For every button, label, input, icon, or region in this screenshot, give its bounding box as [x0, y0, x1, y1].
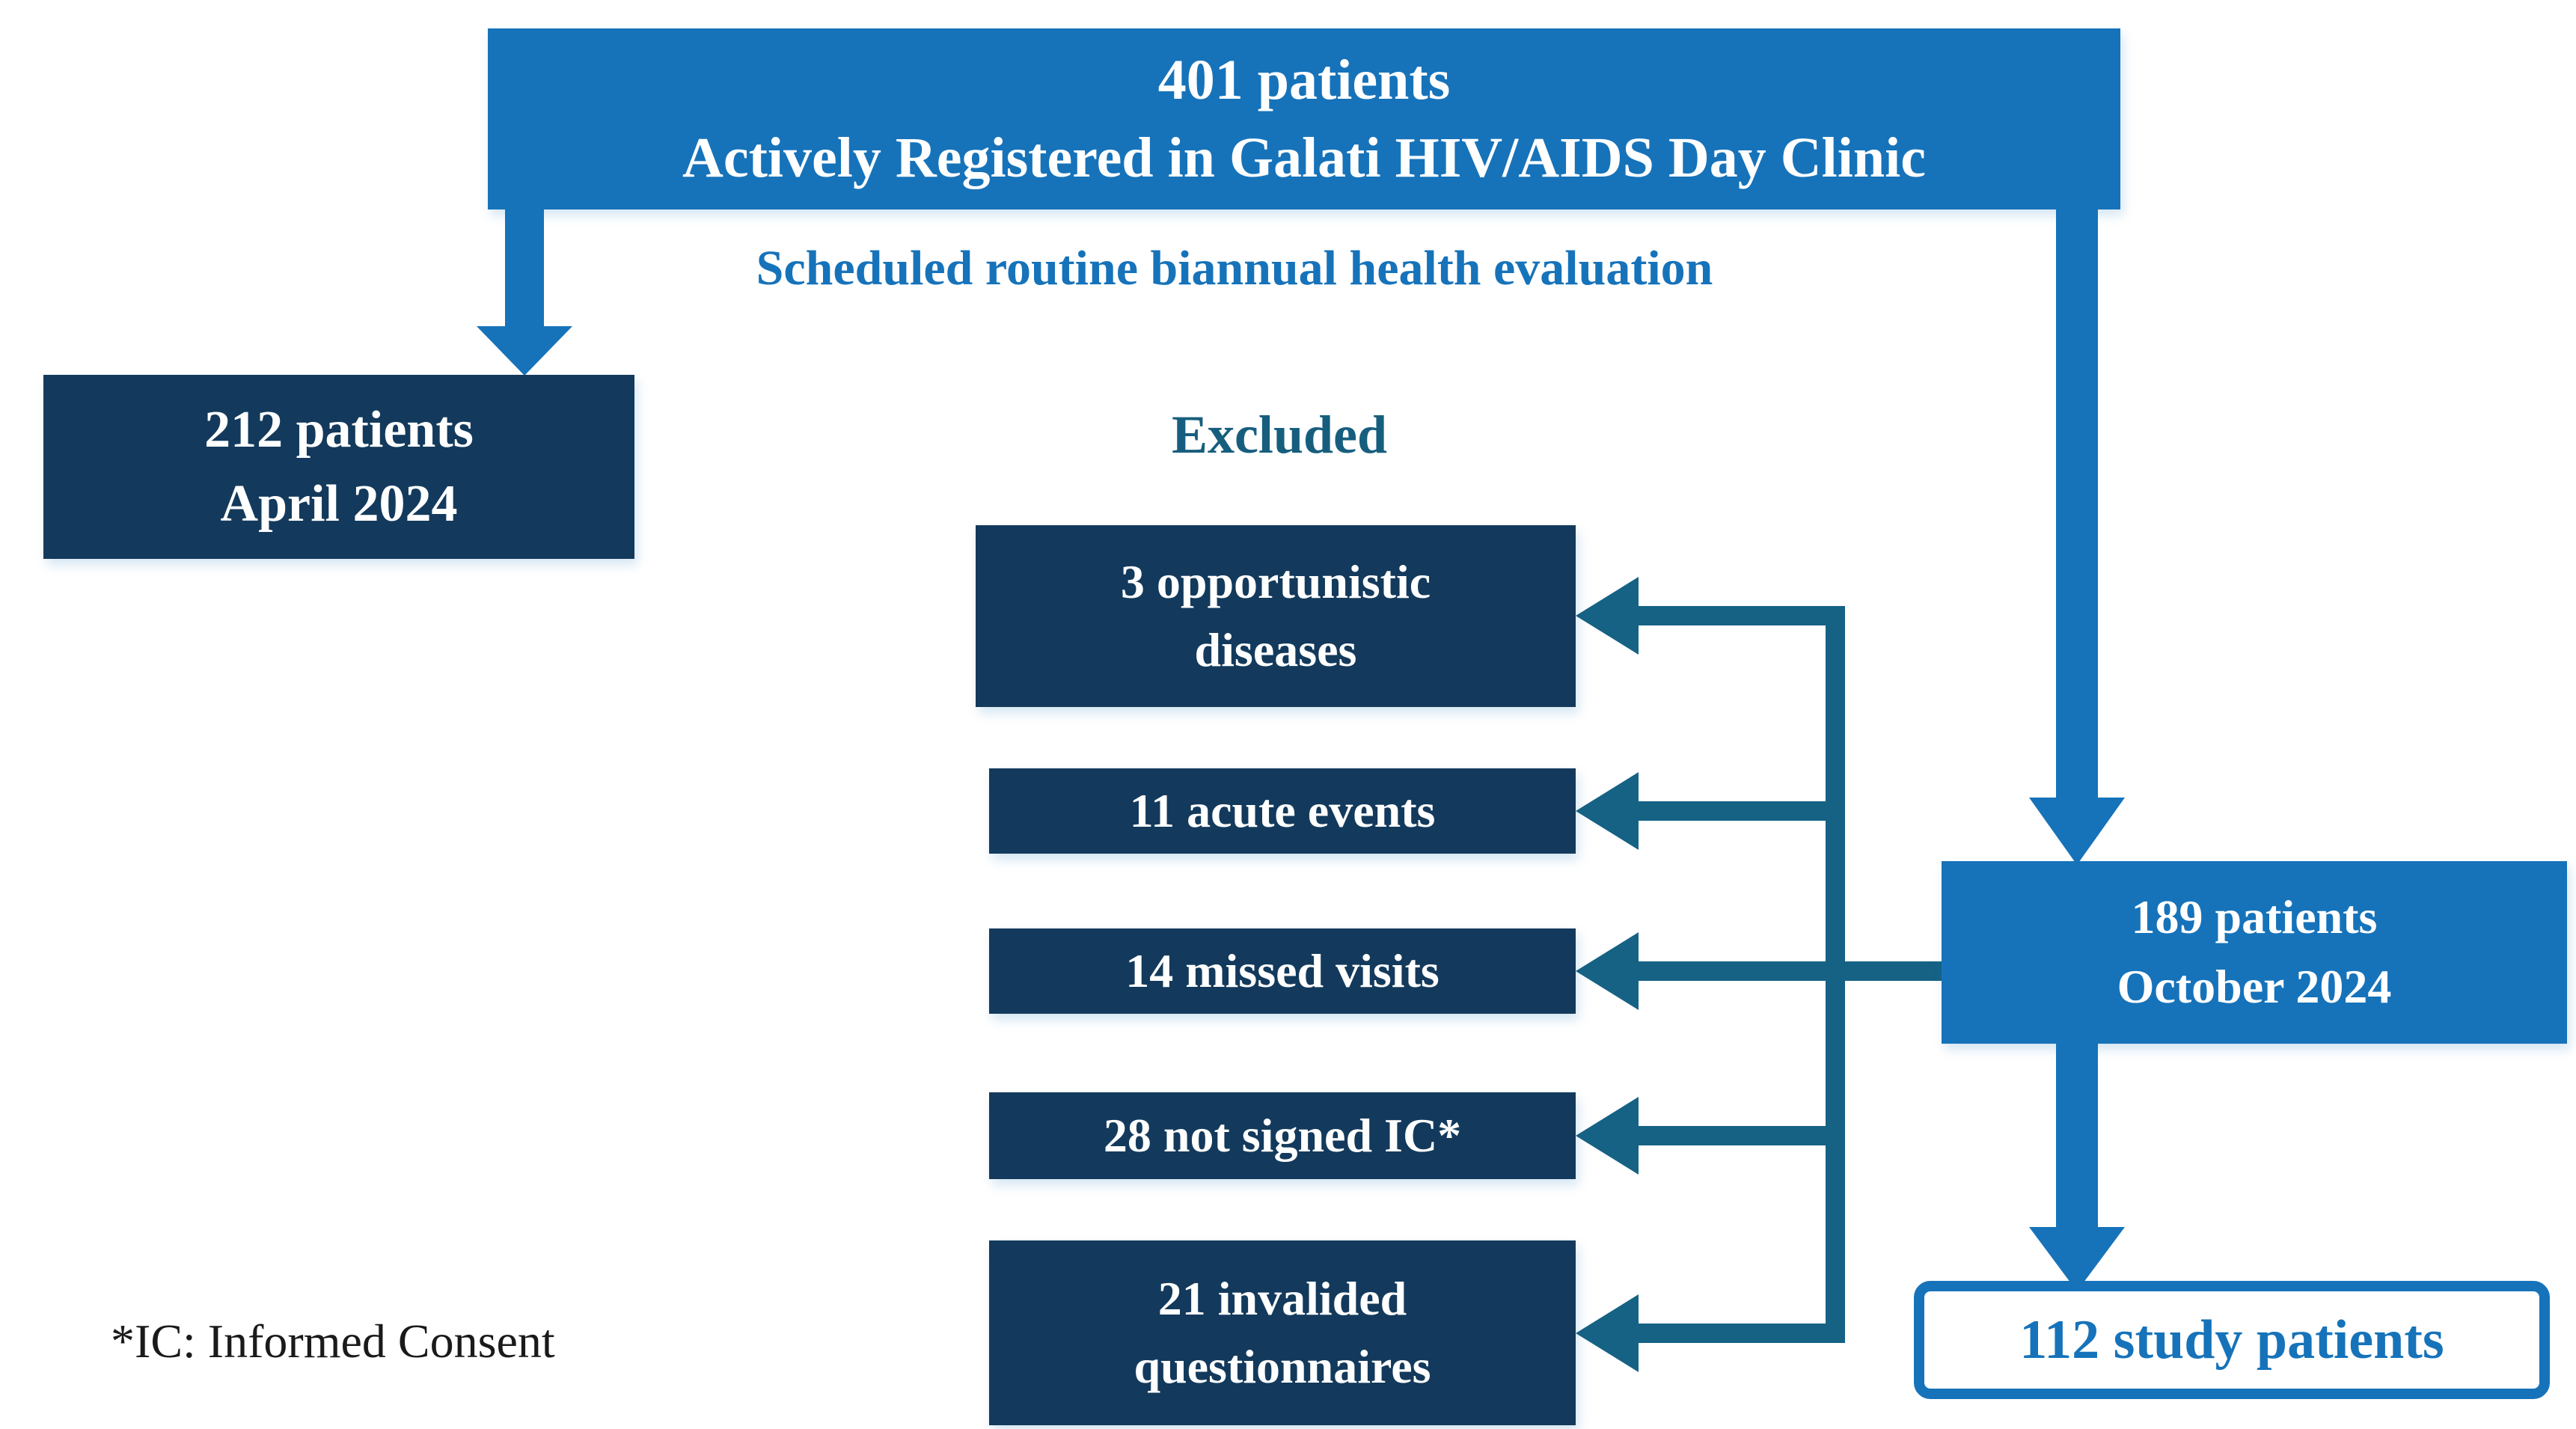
- enrollment-box: 401 patients Actively Registered in Gala…: [488, 28, 2120, 209]
- excluded-arrowhead-1: [1576, 577, 1639, 655]
- excluded-arrow-shaft-2: [1636, 801, 1826, 821]
- excluded-box-not-signed-ic: 28 not signed IC*: [989, 1092, 1576, 1179]
- schedule-note: Scheduled routine biannual health evalua…: [752, 230, 1717, 307]
- october-cohort-date: October 2024: [2117, 960, 2392, 1013]
- arrow-shaft-to-study: [2056, 1044, 2098, 1227]
- april-cohort-box: 212 patients April 2024: [43, 375, 634, 559]
- excluded-arrow-shaft-3: [1636, 961, 1942, 981]
- excluded-box-line: questionnaires: [1133, 1339, 1431, 1393]
- ic-footnote: *IC: Informed Consent: [111, 1315, 555, 1368]
- excluded-box-line: 14 missed visits: [1125, 944, 1440, 997]
- excluded-arrowhead-2: [1576, 772, 1639, 850]
- arrowhead-to-april: [477, 326, 572, 376]
- arrow-shaft-to-october: [2056, 206, 2098, 798]
- excluded-arrow-shaft-5: [1636, 1324, 1845, 1343]
- april-cohort-count: 212 patients: [204, 400, 474, 459]
- study-patients-box: 112 study patients: [1914, 1281, 2550, 1399]
- excluded-box-opportunistic-diseases: 3 opportunistic diseases: [976, 525, 1576, 707]
- excluded-arrowhead-4: [1576, 1097, 1639, 1175]
- enrollment-description: Actively Registered in Galati HIV/AIDS D…: [682, 126, 1927, 189]
- excluded-arrowhead-3: [1576, 932, 1639, 1010]
- april-cohort-date: April 2024: [220, 475, 458, 533]
- excluded-box-line: 21 invalided: [1157, 1271, 1407, 1325]
- excluded-box-line: 28 not signed IC*: [1103, 1109, 1462, 1162]
- arrowhead-to-october: [2029, 798, 2125, 865]
- enrollment-count: 401 patients: [1157, 48, 1451, 111]
- excluded-arrow-shaft-1: [1636, 606, 1845, 625]
- arrow-shaft-to-april: [505, 206, 544, 326]
- excluded-box-line: diseases: [1194, 622, 1357, 676]
- excluded-box-acute-events: 11 acute events: [989, 768, 1576, 854]
- excluded-box-missed-visits: 14 missed visits: [989, 928, 1576, 1014]
- excluded-box-line: 11 acute events: [1129, 784, 1436, 837]
- excluded-heading: Excluded: [1171, 405, 1388, 465]
- october-cohort-box: 189 patients October 2024: [1942, 861, 2567, 1044]
- excluded-arrow-shaft-4: [1636, 1126, 1826, 1145]
- schedule-note-line1: Scheduled routine biannual: [756, 241, 1337, 296]
- schedule-note-line2: health evaluation: [1349, 241, 1713, 296]
- excluded-box-invalided-questionnaires: 21 invalided questionnaires: [989, 1240, 1576, 1425]
- study-patients-label: 112 study patients: [2019, 1309, 2444, 1371]
- arrowhead-to-study: [2029, 1227, 2125, 1291]
- excluded-arrowhead-5: [1576, 1294, 1639, 1372]
- excluded-box-line: 3 opportunistic: [1120, 554, 1431, 608]
- october-cohort-count: 189 patients: [2131, 890, 2378, 944]
